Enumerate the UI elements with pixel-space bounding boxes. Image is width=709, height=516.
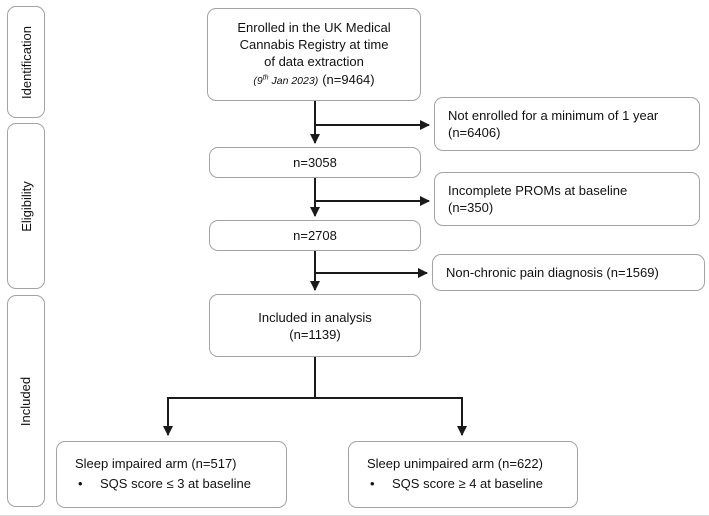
node-included-count: (n=1139) bbox=[289, 326, 341, 342]
node-n2708-label: n=2708 bbox=[293, 228, 337, 243]
arm-sleep-unimpaired-title: Sleep unimpaired arm (n=622) bbox=[367, 456, 543, 471]
arm-sleep-impaired-criterion-text: SQS score ≤ 3 at baseline bbox=[100, 476, 251, 491]
node-arm-sleep-impaired: Sleep impaired arm (n=517) • SQS score ≤… bbox=[56, 441, 287, 508]
stage-identification-label: Identification bbox=[18, 25, 34, 99]
node-excluded-not-enrolled: Not enrolled for a minimum of 1 year (n=… bbox=[434, 97, 700, 151]
node-enrolled-line1: Enrolled in the UK Medical bbox=[237, 19, 391, 35]
node-excluded-non-chronic-pain: Non-chronic pain diagnosis (n=1569) bbox=[432, 254, 705, 291]
arrow-n3058-to-n2708 bbox=[310, 178, 430, 217]
excluded-not-enrolled-count: (n=6406) bbox=[448, 125, 501, 140]
node-included-line1: Included in analysis bbox=[258, 309, 372, 325]
excluded-not-enrolled-line1: Not enrolled for a minimum of 1 year bbox=[448, 108, 659, 123]
node-included-in-analysis: Included in analysis (n=1139) bbox=[209, 294, 421, 357]
excluded-incomplete-proms-count: (n=350) bbox=[448, 200, 494, 215]
arrow-enrolled-to-n3058 bbox=[310, 101, 430, 144]
arrow-n2708-to-included bbox=[310, 251, 428, 291]
stage-eligibility-label: Eligibility bbox=[18, 180, 34, 232]
stage-included: Included bbox=[7, 295, 45, 507]
node-enrolled-count: (n=9464) bbox=[322, 72, 375, 88]
arrow-included-split-to-arms bbox=[163, 357, 467, 436]
node-n2708: n=2708 bbox=[209, 220, 421, 251]
node-excluded-incomplete-proms: Incomplete PROMs at baseline (n=350) bbox=[434, 172, 700, 226]
stage-eligibility: Eligibility bbox=[7, 123, 45, 289]
stage-identification: Identification bbox=[7, 6, 45, 118]
arm-sleep-impaired-title: Sleep impaired arm (n=517) bbox=[75, 456, 237, 471]
bullet-icon: • bbox=[370, 476, 375, 491]
node-enrolled-date-line: (9th Jan 2023)(n=9464) bbox=[253, 70, 374, 91]
node-n3058: n=3058 bbox=[209, 147, 421, 178]
node-arm-sleep-unimpaired: Sleep unimpaired arm (n=622) • SQS score… bbox=[348, 441, 578, 508]
node-enrolled-registry: Enrolled in the UK Medical Cannabis Regi… bbox=[207, 8, 421, 101]
excluded-non-chronic-pain-line1: Non-chronic pain diagnosis (n=1569) bbox=[446, 265, 659, 280]
node-enrolled-line3: of data extraction bbox=[264, 53, 364, 69]
node-enrolled-line2: Cannabis Registry at time bbox=[239, 36, 389, 52]
excluded-incomplete-proms-line1: Incomplete PROMs at baseline bbox=[448, 183, 628, 198]
extraction-date: (9th Jan 2023) bbox=[253, 74, 319, 88]
node-n3058-label: n=3058 bbox=[293, 155, 337, 170]
arm-sleep-unimpaired-criterion: • SQS score ≥ 4 at baseline bbox=[349, 475, 577, 492]
arm-sleep-unimpaired-criterion-text: SQS score ≥ 4 at baseline bbox=[392, 476, 543, 491]
stage-included-label: Included bbox=[18, 376, 34, 426]
bullet-icon: • bbox=[78, 476, 83, 491]
arm-sleep-impaired-criterion: • SQS score ≤ 3 at baseline bbox=[57, 475, 286, 492]
